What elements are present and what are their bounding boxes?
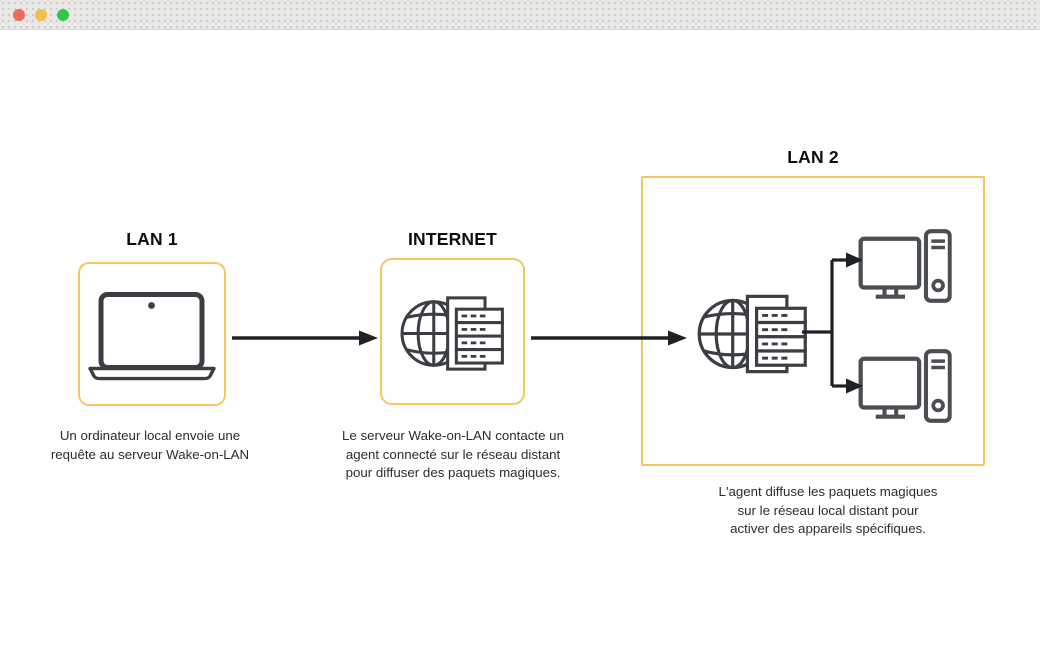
close-button-icon[interactable] [13, 9, 25, 21]
lan2-caption: L'agent diffuse les paquets magiques sur… [718, 484, 938, 537]
arrow-internet-to-lan2 [531, 330, 687, 346]
desktop-computer-icon [858, 229, 952, 305]
lan1-caption: Un ordinateur local envoie une requête a… [50, 428, 250, 462]
globe-server-icon [696, 288, 808, 380]
lan1-title: LAN 1 [126, 229, 178, 249]
internet-title: INTERNET [407, 229, 498, 249]
window-titlebar [0, 0, 1040, 30]
desktop-computer-icon [858, 349, 952, 425]
laptop-icon [88, 290, 216, 382]
arrow-lan1-to-internet [232, 330, 378, 346]
globe-server-icon [399, 290, 505, 377]
maximize-button-icon[interactable] [57, 9, 69, 21]
arrow-agent-to-devices [802, 252, 863, 394]
internet-caption: Le serveur Wake-on-LAN contacte un agent… [342, 428, 564, 481]
minimize-button-icon[interactable] [35, 9, 47, 21]
lan2-title: LAN 2 [787, 147, 839, 167]
